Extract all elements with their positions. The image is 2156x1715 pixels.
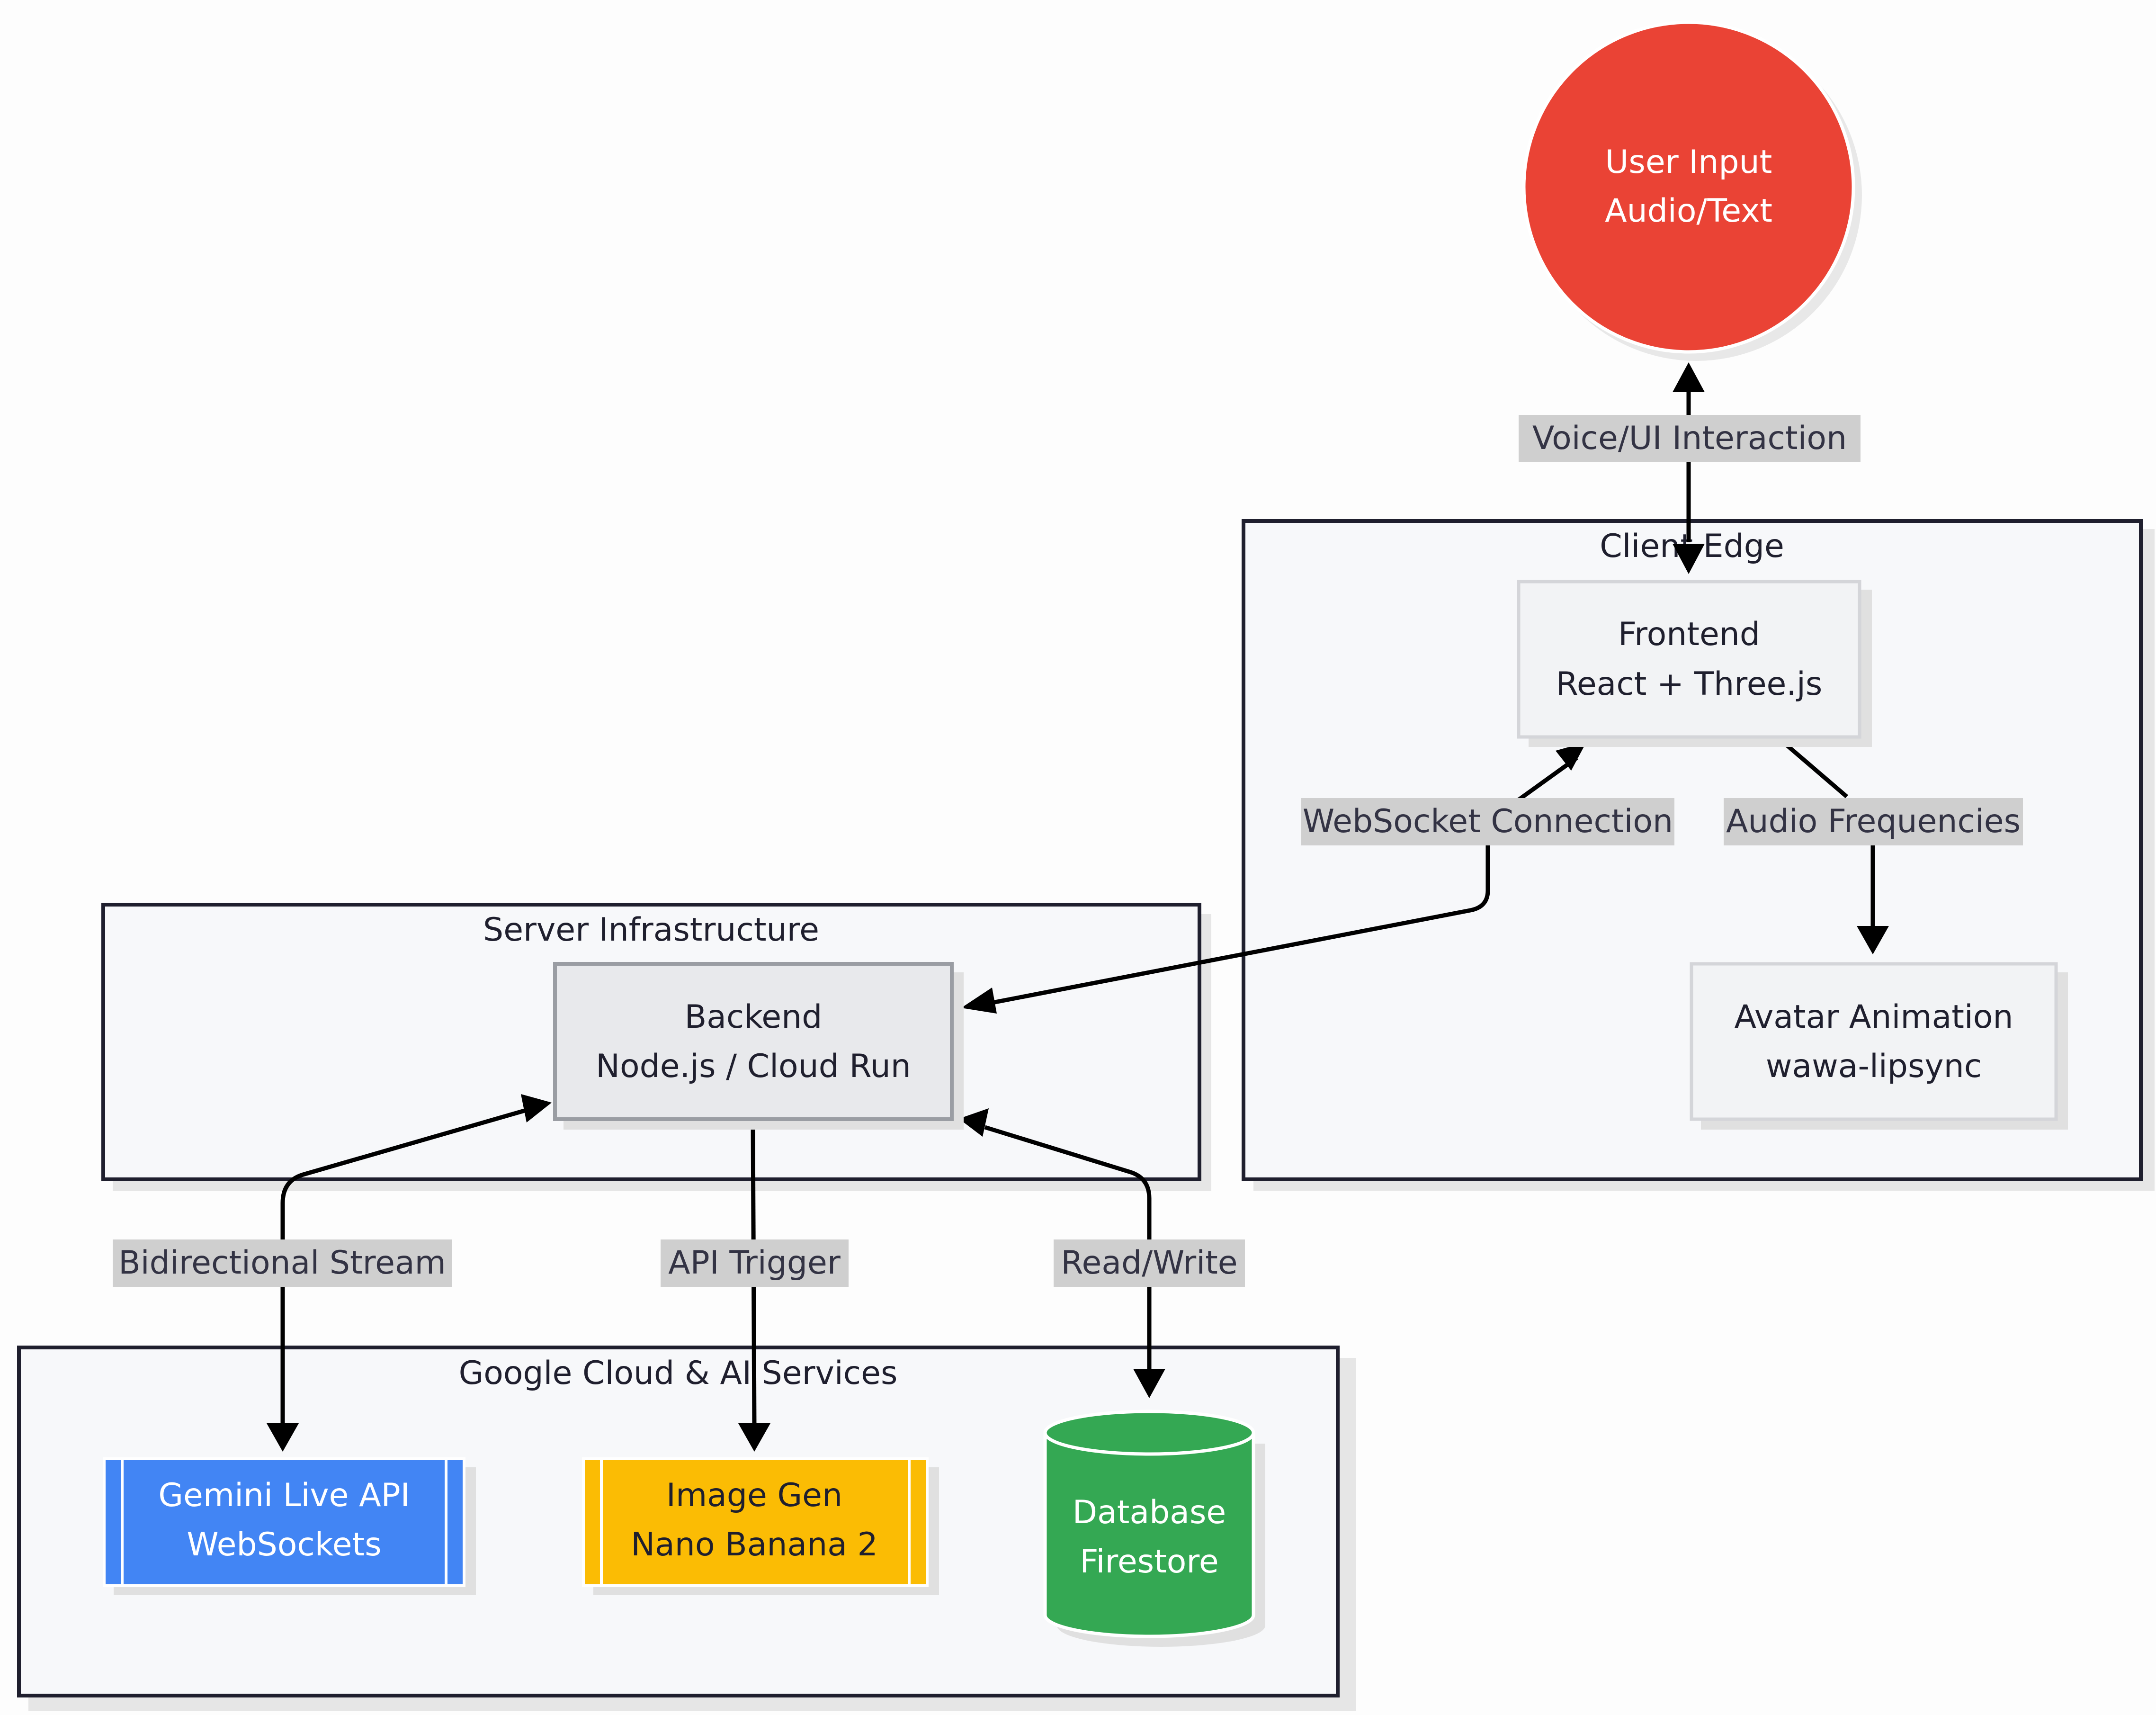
edge-label-audio-frequencies: Audio Frequencies [1724, 798, 2023, 845]
svg-text:Read/Write: Read/Write [1061, 1244, 1237, 1282]
node-user-input: User Input Audio/Text [1522, 20, 1862, 361]
imagegen-box [582, 1457, 929, 1587]
gemini-label-1: Gemini Live API [158, 1477, 410, 1514]
gemini-box [103, 1457, 465, 1587]
svg-text:Voice/UI Interaction: Voice/UI Interaction [1532, 420, 1847, 457]
node-backend: Backend Node.js / Cloud Run [553, 962, 964, 1130]
edge-user-frontend [1673, 362, 1705, 574]
edge-label-api-trigger: API Trigger [661, 1239, 849, 1287]
database-label-1: Database [1073, 1494, 1226, 1531]
svg-text:Bidirectional Stream: Bidirectional Stream [118, 1244, 446, 1282]
user-input-circle [1522, 20, 1855, 354]
svg-text:API Trigger: API Trigger [668, 1244, 841, 1282]
edge-frontend-avatar [1779, 738, 1889, 954]
database-cylinder [1043, 1410, 1255, 1638]
group-title-server: Server Infrastructure [483, 911, 819, 949]
node-database: Database Firestore [1043, 1410, 1265, 1647]
svg-text:WebSocket Connection: WebSocket Connection [1303, 803, 1673, 840]
edge-backend-gemini [267, 1094, 552, 1452]
edge-label-read-write: Read/Write [1054, 1239, 1245, 1287]
frontend-label-1: Frontend [1618, 616, 1760, 653]
imagegen-label-2: Nano Banana 2 [631, 1526, 878, 1563]
edge-label-bidirectional: Bidirectional Stream [113, 1239, 452, 1287]
node-frontend: Frontend React + Three.js [1517, 580, 1872, 747]
frontend-label-2: React + Three.js [1556, 665, 1823, 703]
node-gemini-live-api: Gemini Live API WebSockets [103, 1457, 476, 1595]
user-input-label-2: Audio/Text [1605, 192, 1772, 230]
edge-backend-database [959, 1108, 1165, 1398]
edge-label-voice-ui: Voice/UI Interaction [1519, 415, 1861, 462]
backend-label-2: Node.js / Cloud Run [596, 1048, 911, 1085]
backend-label-1: Backend [685, 998, 823, 1036]
group-title-cloud: Google Cloud & AI Services [459, 1355, 898, 1392]
database-label-2: Firestore [1080, 1543, 1218, 1580]
svg-text:Audio Frequencies: Audio Frequencies [1726, 803, 2021, 840]
edge-label-websocket: WebSocket Connection [1301, 798, 1674, 845]
gemini-label-2: WebSockets [187, 1526, 381, 1563]
user-input-label-1: User Input [1605, 144, 1772, 181]
node-image-gen: Image Gen Nano Banana 2 [582, 1457, 939, 1595]
imagegen-label-1: Image Gen [666, 1477, 842, 1514]
avatar-label-1: Avatar Animation [1734, 998, 2013, 1036]
edge-frontend-backend [961, 742, 1586, 1014]
avatar-label-2: wawa-lipsync [1766, 1048, 1982, 1085]
node-avatar-animation: Avatar Animation wawa-lipsync [1690, 962, 2068, 1130]
